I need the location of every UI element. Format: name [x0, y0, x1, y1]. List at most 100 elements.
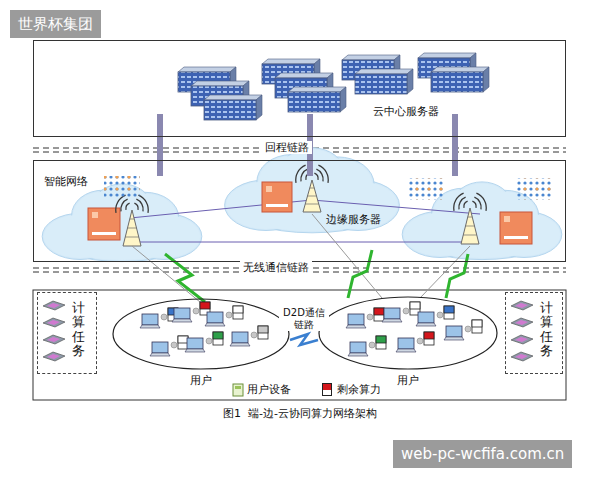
device-screen	[418, 312, 434, 323]
compute-fill	[213, 332, 223, 339]
task-chip-core	[515, 337, 528, 342]
device-screen	[207, 312, 223, 323]
compute-fill	[178, 336, 188, 343]
legend-text: 剩余算力	[337, 383, 381, 396]
edge-server	[500, 212, 532, 244]
backhaul-bar	[157, 114, 163, 137]
task-chip	[43, 301, 65, 310]
wireless-bolt	[348, 250, 372, 298]
shape	[296, 165, 306, 183]
legend-icon	[232, 383, 244, 397]
shape	[256, 95, 262, 120]
shape	[288, 87, 346, 92]
shape	[305, 204, 319, 205]
decoration	[42, 53, 562, 302]
task-chip	[511, 318, 533, 327]
shape	[461, 208, 479, 244]
backhaul-bar	[307, 161, 313, 176]
antenna-tower	[454, 193, 487, 244]
task-chip-core	[47, 337, 60, 342]
dot-grid	[515, 178, 551, 200]
watermark: web-pc-wcfifa.com.cn	[393, 440, 572, 468]
shape	[204, 95, 262, 100]
compute-fill	[410, 302, 420, 309]
shape	[125, 237, 139, 238]
backhaul-bar	[452, 161, 458, 176]
compute-fill	[200, 302, 210, 309]
shape	[314, 173, 318, 180]
compute-box	[178, 336, 188, 349]
user-head	[369, 342, 375, 348]
shape	[316, 169, 323, 181]
shape	[431, 67, 489, 72]
wireless-ray	[312, 214, 382, 298]
compute-fill	[444, 306, 454, 313]
vertical-label: 计算任务	[72, 301, 85, 358]
user-head	[171, 342, 177, 348]
shape	[92, 232, 116, 235]
compute-box	[472, 320, 482, 333]
user-head	[437, 312, 443, 318]
shape	[476, 193, 486, 211]
shape	[472, 201, 476, 208]
task-chip-core	[47, 354, 60, 359]
shape	[123, 210, 141, 246]
node-label: 云中心服务器	[373, 105, 439, 118]
device-base	[230, 343, 250, 346]
node-label: 用户	[190, 374, 212, 387]
task-chip	[511, 301, 533, 310]
user-head	[193, 308, 199, 314]
shape	[340, 87, 346, 112]
compute-fill	[258, 326, 268, 333]
dot-grid	[408, 178, 444, 200]
shape	[407, 69, 413, 94]
shape	[504, 236, 528, 239]
shape	[474, 197, 481, 209]
backhaul-link	[157, 137, 163, 160]
compute-box	[444, 306, 454, 319]
device-base	[346, 325, 366, 328]
shape	[191, 81, 249, 86]
shape	[128, 228, 137, 229]
shape	[121, 199, 128, 211]
compute-fill	[233, 306, 243, 313]
device-screen	[348, 314, 364, 325]
backhaul-bar	[157, 161, 163, 176]
shape	[454, 193, 464, 211]
user-head	[417, 338, 423, 344]
device-base	[396, 349, 416, 352]
shape	[262, 59, 320, 64]
task-chip	[511, 352, 533, 361]
shape	[303, 180, 321, 212]
legend-swatch	[322, 383, 332, 396]
task-chip-core	[515, 303, 528, 308]
server-label: 边缘服务器	[326, 213, 381, 226]
device-screen	[446, 326, 462, 337]
shape	[126, 203, 130, 210]
node-label: 智能网络	[44, 175, 88, 188]
user-head	[161, 314, 167, 320]
device-icon	[233, 384, 243, 396]
user-ellipse	[318, 296, 498, 370]
shape	[342, 55, 400, 60]
shape	[466, 226, 475, 227]
device-base	[185, 349, 205, 352]
device-base	[172, 319, 192, 322]
backhaul-bar	[307, 114, 313, 137]
compute-fill	[424, 332, 434, 339]
user-ellipse	[112, 298, 290, 370]
shape	[418, 53, 476, 58]
device-screen	[350, 342, 366, 353]
shape	[204, 100, 256, 120]
shape	[288, 92, 340, 112]
shape	[136, 199, 143, 211]
task-chip-core	[47, 320, 60, 325]
shape	[130, 219, 135, 220]
task-chip	[511, 335, 533, 344]
edge-label: D2D通信链路	[279, 307, 329, 331]
shape	[504, 216, 510, 222]
shape	[464, 201, 468, 208]
task-chip	[43, 352, 65, 361]
task-icons	[38, 293, 96, 373]
server-rack	[355, 69, 413, 94]
